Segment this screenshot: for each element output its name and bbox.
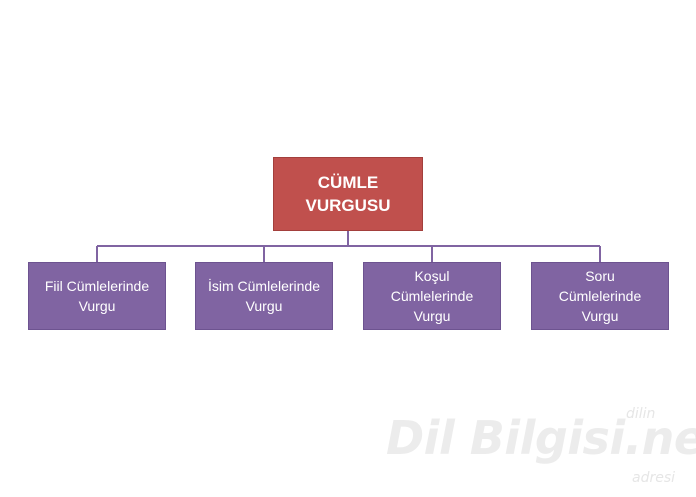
child-node-line: Vurgu <box>581 308 619 324</box>
child-node-line: Koşul <box>414 268 450 284</box>
watermark-top-text: dilin <box>626 406 656 422</box>
child-node-isim: İsim Cümlelerinde Vurgu <box>195 262 333 330</box>
child-node-line: Fiil Cümlelerinde <box>44 278 150 294</box>
child-node-line: Soru <box>585 268 615 284</box>
child-node-line: Vurgu <box>78 298 116 314</box>
child-node-label: Koşul Cümlelerinde Vurgu <box>391 266 473 326</box>
child-node-line: Cümlelerinde <box>390 288 474 304</box>
child-node-label: İsim Cümlelerinde Vurgu <box>208 276 320 316</box>
child-node-line: Vurgu <box>245 298 283 314</box>
child-node-label: Fiil Cümlelerinde Vurgu <box>45 276 149 316</box>
root-node-line-2: VURGUSU <box>305 196 391 215</box>
child-node-soru: Soru Cümlelerinde Vurgu <box>531 262 669 330</box>
child-node-line: Cümlelerinde <box>558 288 642 304</box>
child-node-label: Soru Cümlelerinde Vurgu <box>559 266 641 326</box>
root-node-cumle-vurgusu: CÜMLE VURGUSU <box>273 157 423 231</box>
site-watermark: dilin Dil Bilgisi.net adresi <box>386 406 696 497</box>
root-node-label: CÜMLE VURGUSU <box>305 171 390 217</box>
child-node-kosul: Koşul Cümlelerinde Vurgu <box>363 262 501 330</box>
watermark-bottom-text: adresi <box>632 470 676 486</box>
watermark-main-text: Dil Bilgisi.net <box>386 411 696 465</box>
child-node-line: Vurgu <box>413 308 451 324</box>
child-node-line: İsim Cümlelerinde <box>207 278 321 294</box>
root-node-line-1: CÜMLE <box>317 173 379 192</box>
child-node-fiil: Fiil Cümlelerinde Vurgu <box>28 262 166 330</box>
